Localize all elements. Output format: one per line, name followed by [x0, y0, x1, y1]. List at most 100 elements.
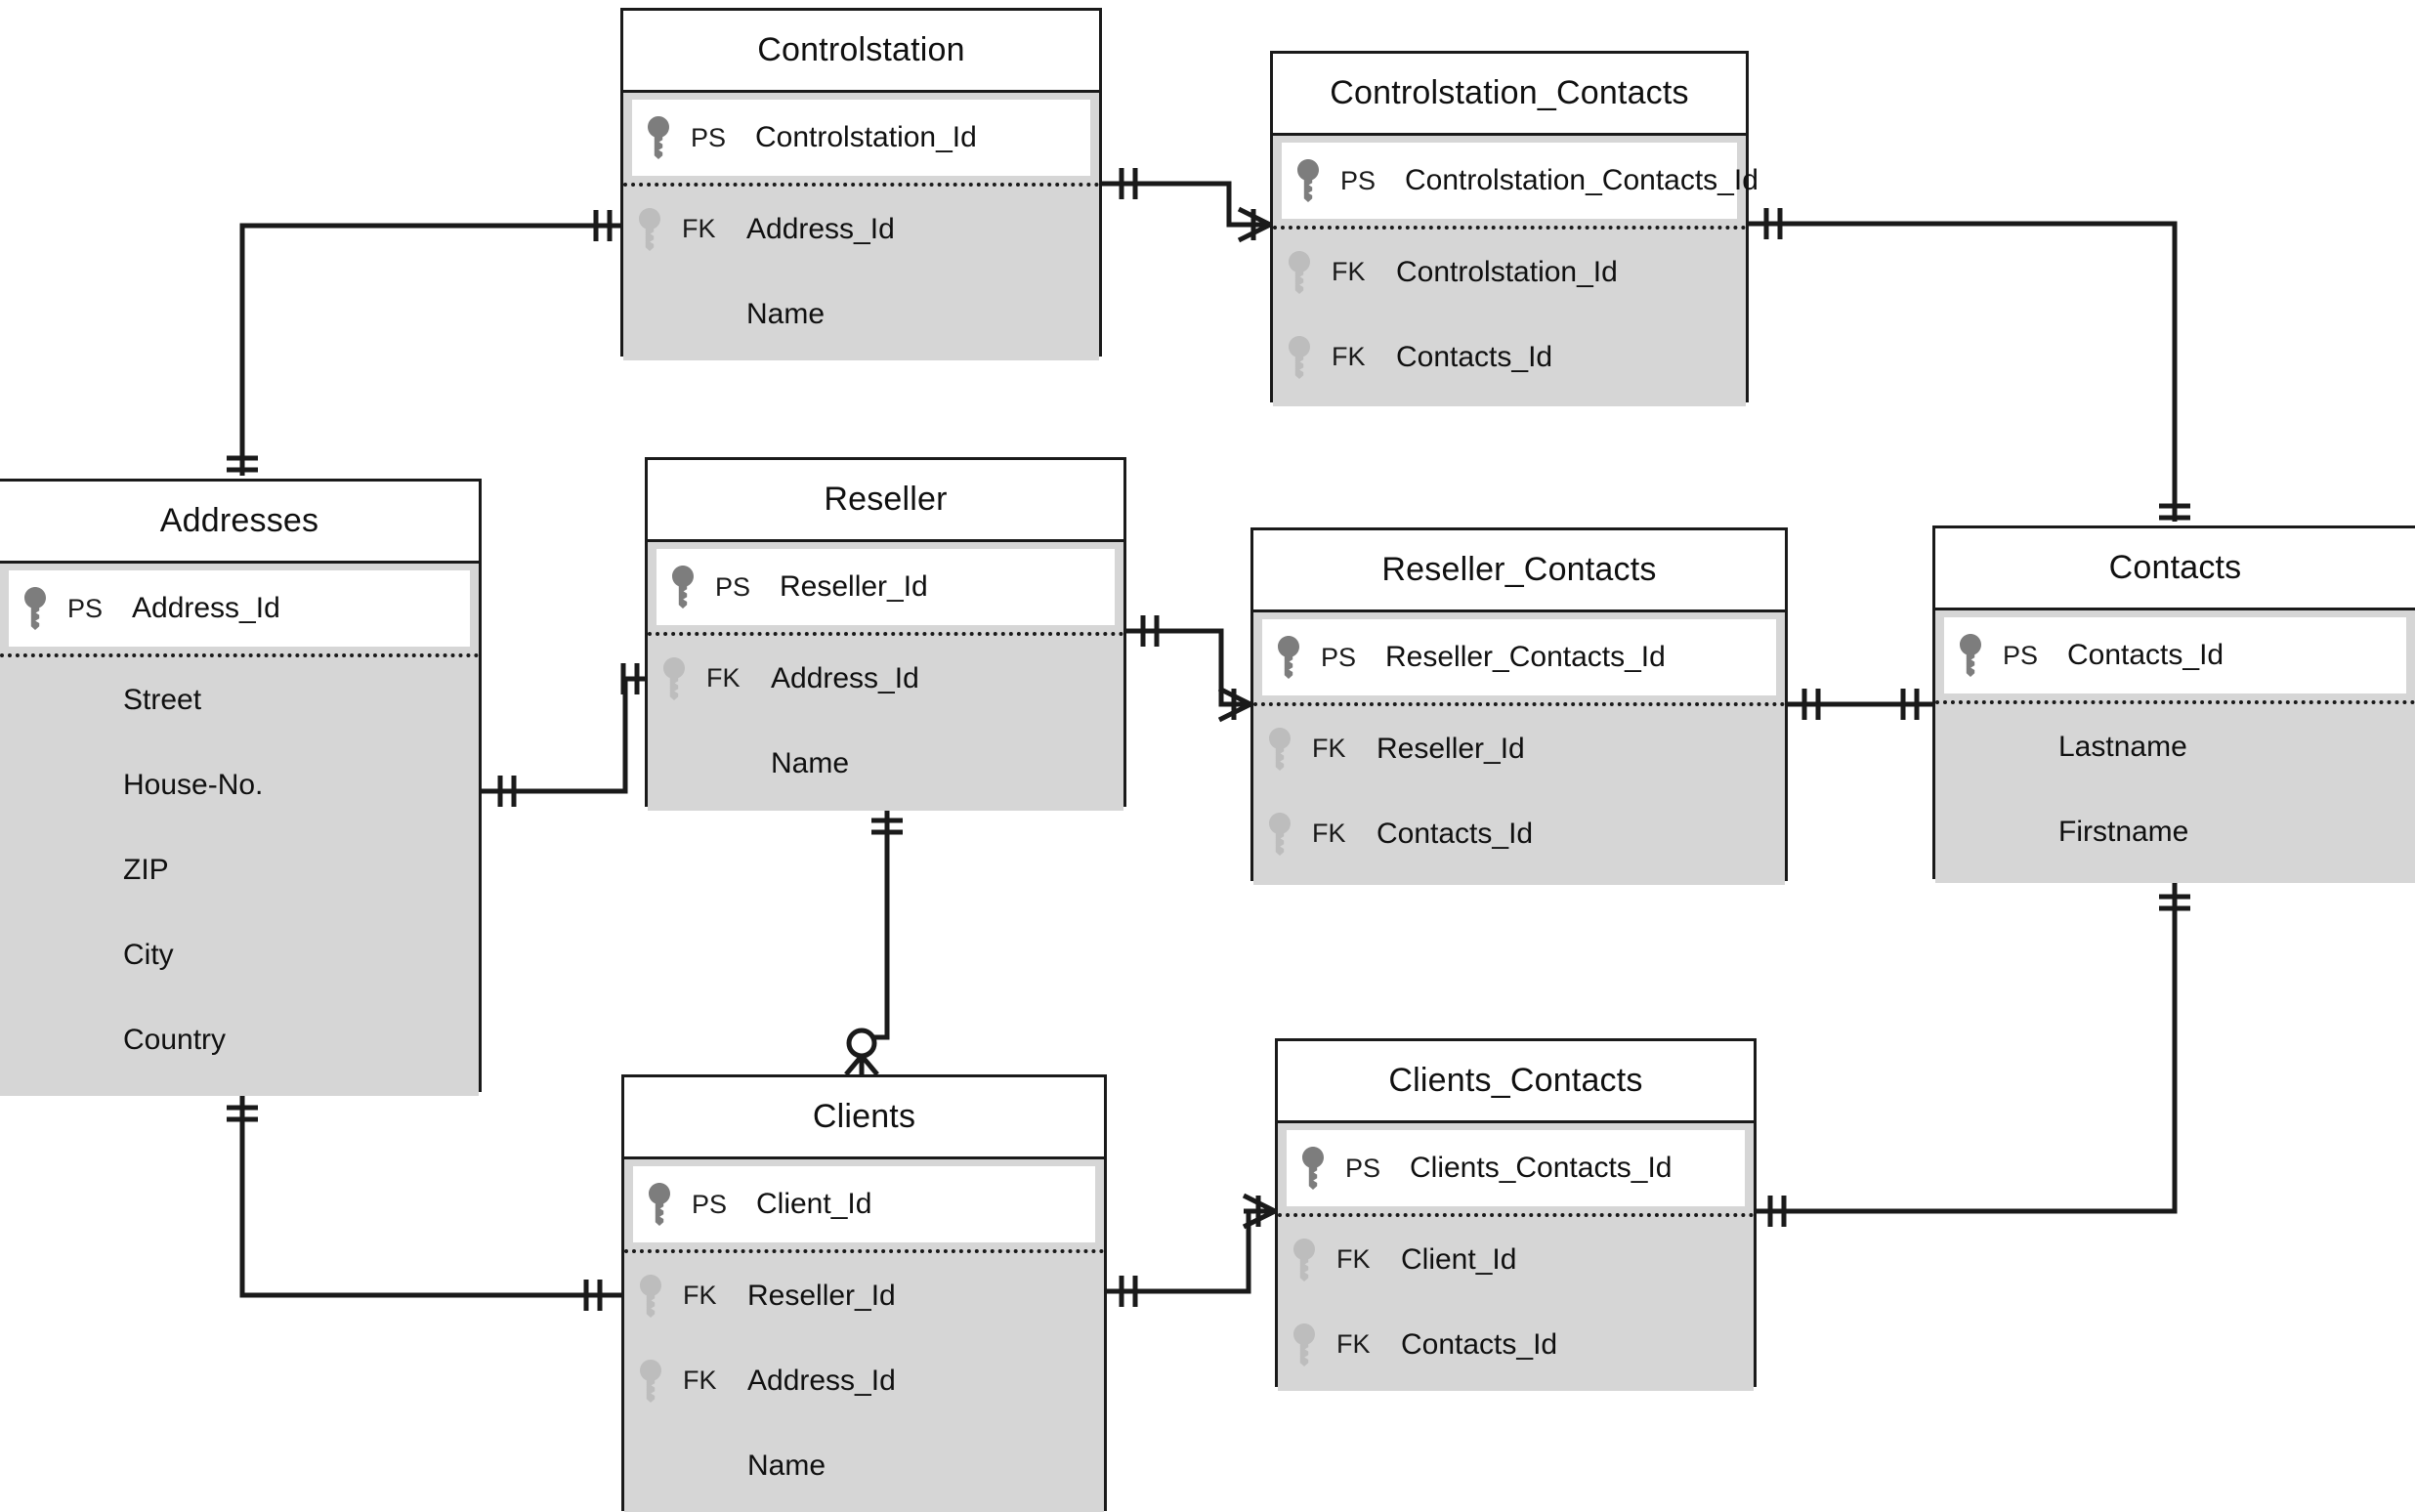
connector-reseller-clients: [844, 807, 903, 1076]
attribute-name: Country: [123, 1023, 227, 1056]
key-badge-label: PS: [2003, 640, 2039, 670]
attribute-row: House-No.: [0, 742, 479, 827]
attribute-name: ZIP: [123, 853, 169, 886]
attribute-name: Clients_Contacts_Id: [1410, 1152, 1673, 1184]
entity-header: Clients: [624, 1077, 1104, 1159]
connector-reseller-reseller_contacts: [1126, 615, 1252, 723]
foreign-key-attribute-row: FK Address_Id: [623, 187, 1099, 272]
attribute-name: Address_Id: [771, 661, 919, 694]
primary-key-separator: [1273, 226, 1746, 230]
attribute-name: Controlstation_Contacts_Id: [1405, 164, 1758, 196]
key-icon: [1276, 635, 1321, 680]
key-badge-label: PS: [1340, 165, 1377, 195]
key-badge-label: FK: [1336, 1244, 1371, 1274]
attribute-name: Contacts_Id: [1377, 817, 1534, 850]
primary-key-separator: [1278, 1213, 1754, 1217]
key-badge-label: FK: [1332, 342, 1366, 371]
attribute-row: Street: [0, 657, 479, 742]
key-icon: [1292, 1323, 1336, 1367]
attribute-row: Name: [624, 1423, 1104, 1508]
connector-clients-clients_contacts: [1107, 1193, 1277, 1307]
primary-key-attribute-row: PS Reseller_Id: [657, 549, 1115, 625]
key-icon: [1267, 727, 1312, 772]
entity-header: Contacts: [1935, 528, 2415, 610]
key-badge-label: FK: [683, 1365, 717, 1395]
key-badge-label: FK: [682, 214, 716, 243]
attribute-name: Address_Id: [747, 1364, 896, 1397]
key-icon: [1267, 812, 1312, 857]
attribute-name: Lastname: [2058, 730, 2187, 763]
attribute-name: Name: [746, 297, 826, 330]
connector-controlstation_contacts-contacts: [1749, 208, 2190, 522]
foreign-key-attribute-row: FK Address_Id: [624, 1338, 1104, 1423]
foreign-key-attribute-row: FK Reseller_Id: [1253, 706, 1785, 791]
connector-addresses-controlstation: [227, 210, 620, 476]
foreign-key-attribute-row: FK Reseller_Id: [624, 1253, 1104, 1338]
primary-key-separator: [1935, 700, 2415, 704]
key-badge-label: FK: [1312, 734, 1346, 763]
key-icon: [1300, 1146, 1345, 1191]
attribute-name: Reseller_Id: [747, 1279, 896, 1312]
key-badge-label: FK: [683, 1281, 717, 1310]
attribute-name: Address_Id: [746, 212, 895, 245]
attribute-row: ZIP: [0, 827, 479, 912]
foreign-key-attribute-row: FK Contacts_Id: [1253, 791, 1785, 876]
primary-key-band: PS Controlstation_Contacts_Id: [1282, 143, 1758, 219]
key-icon: [638, 1359, 683, 1404]
foreign-key-attribute-row: FK Contacts_Id: [1278, 1302, 1754, 1387]
key-badge-label: PS: [1345, 1153, 1381, 1183]
primary-key-separator: [0, 653, 479, 657]
key-badge-label: FK: [1312, 819, 1346, 848]
primary-key-separator: [648, 632, 1123, 636]
attribute-name: Reseller_Id: [1377, 732, 1525, 765]
connector-clients_contacts-contacts: [1757, 881, 2190, 1227]
attribute-name: Address_Id: [132, 592, 280, 624]
attribute-name: Name: [771, 746, 850, 779]
key-icon: [1287, 335, 1332, 380]
entity-header: Controlstation: [623, 11, 1099, 93]
attribute-name: Name: [747, 1449, 826, 1482]
key-icon: [1292, 1238, 1336, 1282]
key-badge-label: FK: [1336, 1329, 1371, 1359]
attribute-row: Country: [0, 997, 479, 1082]
primary-key-separator: [624, 1249, 1104, 1253]
attribute-row: City: [0, 912, 479, 997]
key-badge-label: PS: [715, 571, 751, 602]
attribute-name: Contacts_Id: [1401, 1327, 1558, 1361]
key-badge-label: FK: [706, 663, 741, 693]
attribute-name: Controlstation_Id: [755, 121, 977, 153]
entity-title: Controlstation: [757, 31, 965, 68]
entity-title: Controlstation_Contacts: [1330, 74, 1689, 111]
connector-controlstation-controlstation_contacts: [1102, 168, 1272, 243]
primary-key-attribute-row: PS Controlstation_Contacts_Id: [1282, 143, 1758, 219]
connector-addresses-reseller: [482, 663, 645, 807]
key-icon: [637, 207, 682, 252]
entity-title: Reseller_Contacts: [1381, 551, 1657, 588]
entity-title: Contacts: [2108, 549, 2242, 586]
primary-key-band: PS Address_Id: [9, 570, 470, 647]
attribute-name: Reseller_Id: [780, 570, 928, 603]
attribute-row: Lastname: [1935, 704, 2415, 789]
entity-header: Reseller: [648, 460, 1123, 542]
key-badge-label: PS: [67, 593, 104, 623]
attribute-row: Name: [623, 272, 1099, 357]
key-icon: [638, 1274, 683, 1319]
